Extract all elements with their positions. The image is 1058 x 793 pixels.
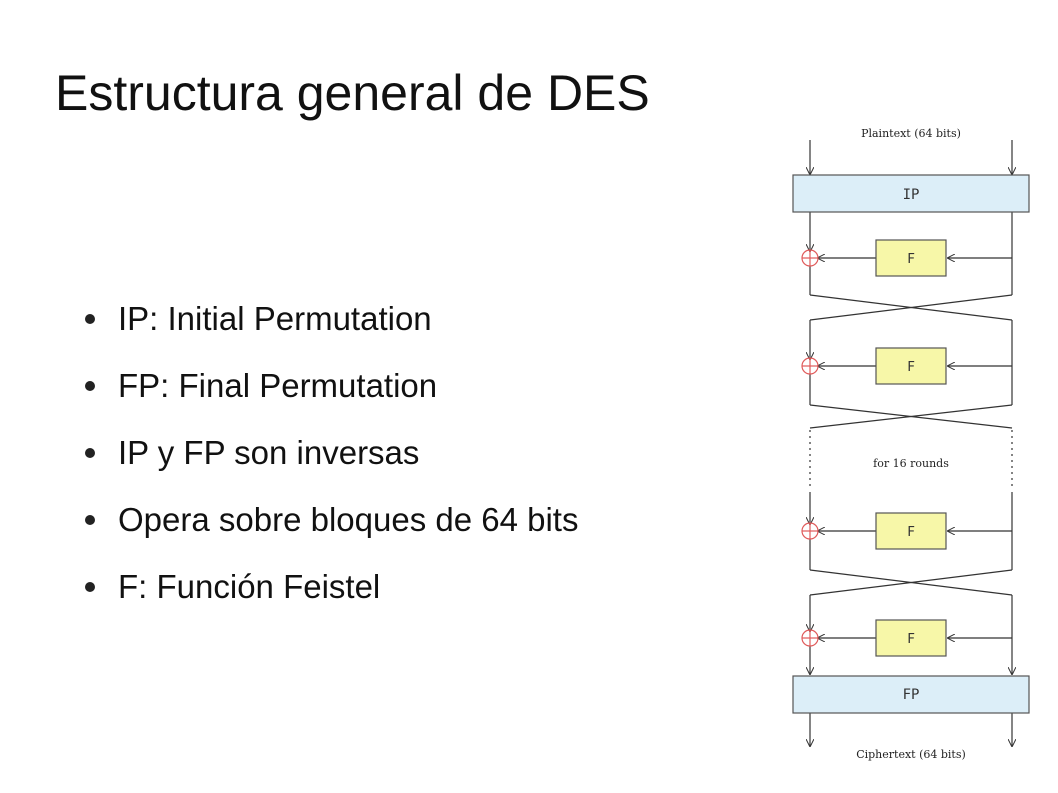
fp-label: FP xyxy=(903,687,920,703)
bullet-item: IP: Initial Permutation xyxy=(85,285,578,352)
ip-box xyxy=(792,174,1030,213)
f-label: F xyxy=(907,632,915,647)
f-box xyxy=(875,239,947,277)
f-label: F xyxy=(907,525,915,540)
bullet-list: IP: Initial Permutation FP: Final Permut… xyxy=(85,285,578,620)
cross-line xyxy=(809,294,1013,321)
bullet-item: F: Función Feistel xyxy=(85,553,578,620)
cross-line xyxy=(809,569,1013,596)
bullet-dot-icon xyxy=(85,313,95,324)
bullet-dot-icon xyxy=(85,514,95,525)
des-structure-diagram: IP F F F F FP Plaintext (64 bits) for 16… xyxy=(792,127,1030,761)
bullet-item: IP y FP son inversas xyxy=(85,419,578,486)
bullet-dot-icon xyxy=(85,380,95,391)
bullet-item: Opera sobre bloques de 64 bits xyxy=(85,486,578,553)
xor-icon xyxy=(801,629,819,647)
plaintext-label: Plaintext (64 bits) xyxy=(861,127,961,140)
xor-icon xyxy=(801,522,819,540)
bullet-dot-icon xyxy=(85,581,95,592)
f-label: F xyxy=(907,360,915,375)
slide-title: Estructura general de DES xyxy=(55,65,650,121)
ip-label: IP xyxy=(903,187,920,203)
f-box xyxy=(875,619,947,657)
rounds-label: for 16 rounds xyxy=(873,457,949,470)
ciphertext-label: Ciphertext (64 bits) xyxy=(856,748,966,761)
bullet-dot-icon xyxy=(85,447,95,458)
fp-box xyxy=(792,675,1030,714)
f-box xyxy=(875,512,947,550)
bullet-item: FP: Final Permutation xyxy=(85,352,578,419)
xor-icon xyxy=(801,249,819,267)
bullet-text: Opera sobre bloques de 64 bits xyxy=(118,500,579,538)
bullet-text: FP: Final Permutation xyxy=(118,366,438,404)
f-box xyxy=(875,347,947,385)
bullet-text: IP: Initial Permutation xyxy=(118,299,432,337)
f-label: F xyxy=(907,252,915,267)
bullet-text: F: Función Feistel xyxy=(118,567,381,605)
xor-icon xyxy=(801,357,819,375)
bullet-text: IP y FP son inversas xyxy=(118,433,420,471)
cross-line xyxy=(809,404,1013,429)
